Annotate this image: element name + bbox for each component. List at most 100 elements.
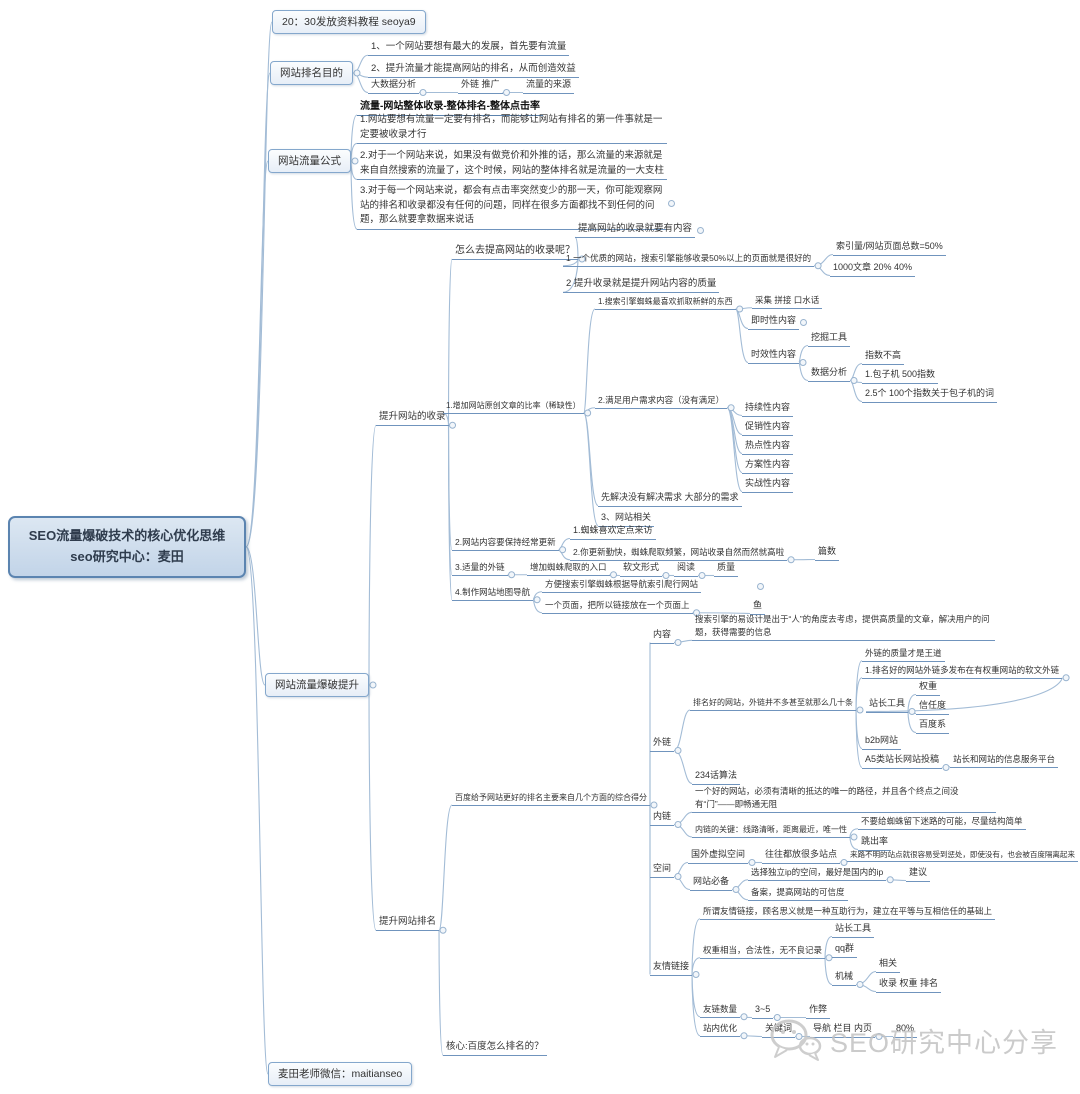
map-node[interactable]: 实战性内容 (742, 477, 794, 493)
map-node[interactable]: 百度给予网站更好的排名主要来自几个方面的综合得分 (452, 792, 650, 806)
map-node[interactable]: 机械 (832, 970, 857, 986)
map-node[interactable]: 站内优化 (700, 1022, 741, 1037)
map-node[interactable]: 2.满足用户需求内容（没有满足） (595, 394, 728, 409)
map-node[interactable]: 索引量/网站页面总数=50% (833, 240, 946, 256)
map-node[interactable]: 选择独立ip的空间，最好是国内的ip (748, 866, 887, 881)
map-node[interactable]: 作弊 (806, 1003, 831, 1019)
map-node[interactable]: 采集 拼接 口水话 (752, 294, 823, 309)
map-node[interactable]: 2.5个 100个指数关于包子机的词 (862, 387, 998, 403)
map-node[interactable]: 方案性内容 (742, 458, 794, 474)
map-node[interactable]: qq群 (832, 942, 858, 958)
map-node[interactable]: 软文形式 (620, 561, 663, 577)
map-node[interactable]: 持续性内容 (742, 401, 794, 417)
map-node[interactable]: 往往都放很多站点 (762, 848, 841, 864)
map-node[interactable]: 跳出率 (858, 835, 892, 851)
map-node[interactable]: 1.网站要想有流量一定要有排名，而能够让网站有排名的第一件事就是一定要被收录才行 (357, 113, 667, 145)
map-node[interactable]: 2 提升收录就是提升网站内容的质量 (563, 277, 720, 294)
collapse-icon[interactable] (697, 227, 704, 234)
map-node[interactable]: 相关 (876, 957, 901, 973)
map-node[interactable]: 234话算法 (692, 769, 741, 785)
collapse-icon[interactable] (668, 200, 675, 207)
map-node[interactable]: 流量-网站整体收录-整体排名-整体点击率 (357, 99, 543, 116)
node-traffic-burst[interactable]: 网站流量爆破提升 (265, 673, 369, 697)
collapse-icon[interactable] (800, 319, 807, 326)
map-node[interactable]: 友链数量 (700, 1003, 741, 1018)
map-node[interactable]: 内链的关键：线路清晰，距离最近，唯一性 (692, 824, 850, 838)
map-node[interactable]: 80% (893, 1022, 918, 1038)
map-node[interactable]: 3、网站相关 (598, 511, 655, 527)
map-node[interactable]: 大数据分析 (368, 78, 420, 94)
map-node[interactable]: 信任度 (916, 699, 950, 715)
map-node[interactable]: 先解决没有解决需求 大部分的需求 (598, 491, 742, 507)
map-node[interactable]: 时效性内容 (748, 348, 800, 364)
map-node[interactable]: 促销性内容 (742, 420, 794, 436)
map-node[interactable]: 1 一个优质的网站，搜索引擎能够收录50%以上的页面就是很好的 (563, 252, 815, 267)
map-node[interactable]: 外链的质量才是王道 (862, 647, 945, 662)
map-node[interactable]: 1.包子机 500指数 (862, 368, 939, 384)
map-node[interactable]: 3~5 (752, 1003, 774, 1019)
map-node[interactable]: 外链 推广 (458, 78, 503, 94)
map-node[interactable]: 不要给蜘蛛留下迷路的可能，尽量结构简单 (858, 815, 1026, 830)
map-node[interactable]: 外链 (650, 736, 675, 752)
map-node[interactable]: 站长工具 (832, 922, 875, 938)
node-wechat-contact[interactable]: 麦田老师微信：maitianseo (268, 1062, 413, 1086)
map-node[interactable]: 站长工具 (866, 697, 909, 713)
map-node[interactable]: 流量的来源 (523, 78, 575, 94)
map-node[interactable]: 网站必备 (690, 875, 733, 891)
map-node[interactable]: 1.搜索引擎蜘蛛最喜欢抓取新鲜的东西 (595, 296, 736, 310)
map-node[interactable]: 权重 (916, 680, 941, 696)
map-node[interactable]: 篇数 (815, 545, 840, 561)
map-node[interactable]: 备案，提高网站的可信度 (748, 886, 848, 901)
map-node[interactable]: 排名好的网站，外链并不多甚至就那么几十条 (690, 697, 856, 711)
map-node[interactable]: 一个页面，把所以链接放在一个页面上 (542, 599, 693, 614)
map-node[interactable]: 2、提升流量才能提高网站的排名，从而创造效益 (368, 62, 579, 79)
map-node[interactable]: 1、一个网站要想有最大的发展，首先要有流量 (368, 40, 570, 57)
map-node[interactable]: 搜索引擎的易设计是出于“人”的角度去考虑，提供高质量的文章，解决用户的问题，获得… (692, 613, 995, 642)
map-node[interactable]: 提升网站排名 (376, 915, 440, 932)
collapse-icon[interactable] (757, 583, 764, 590)
map-node[interactable]: 指数不高 (862, 349, 905, 365)
map-node[interactable]: 数据分析 (808, 366, 851, 382)
map-node[interactable]: 2.对于一个网站来说，如果没有做竞价和外推的话，那么流量的来源就是来自自然搜索的… (357, 149, 667, 181)
map-node[interactable]: 内链 (650, 810, 675, 826)
node-ranking-purpose[interactable]: 网站排名目的 (270, 61, 353, 85)
map-node[interactable]: A5类站长网站投稿 (862, 753, 943, 769)
map-node[interactable]: 3.对于每一个网站来说，都会有点击率突然变少的那一天，你可能观察网站的排名和收录… (357, 184, 667, 231)
map-node[interactable]: 提高网站的收录就要有内容 (575, 222, 696, 239)
map-node[interactable]: 国外虚拟空间 (688, 848, 749, 864)
map-node[interactable]: 导航 栏目 内页 (810, 1022, 876, 1038)
map-node[interactable]: 提升网站的收录 (376, 410, 449, 427)
map-node[interactable]: 挖掘工具 (808, 331, 851, 347)
map-node[interactable]: 2.你更新勤快，蜘蛛爬取频繁，网站收录自然而然就高啦 (570, 546, 788, 561)
map-node[interactable]: 来路不明的站点就很容易受到惩处，即使没有，也会被百度隔离起来 (847, 849, 1078, 863)
map-node[interactable]: b2b网站 (862, 734, 902, 750)
map-node[interactable]: 核心:百度怎么排名的？ (443, 1040, 547, 1057)
map-node[interactable]: 关键词 (762, 1022, 796, 1038)
map-node[interactable]: 1.蜘蛛喜欢定点来访 (570, 524, 656, 540)
map-node[interactable]: 增加蜘蛛爬取的入口 (527, 561, 610, 576)
map-node[interactable]: 权重相当，合法性，无不良记录 (700, 944, 826, 959)
map-node[interactable]: 1.排名好的网站外链多发布在有权重网站的软文外链 (862, 664, 1063, 679)
map-node[interactable]: 即时性内容 (748, 314, 800, 330)
map-node[interactable]: 1.增加网站原创文章的比率（稀缺性） (443, 400, 584, 414)
map-node[interactable]: 2.网站内容要保持经常更新 (452, 536, 559, 551)
map-node[interactable]: 友情链接 (650, 960, 693, 976)
map-node[interactable]: 3.适量的外链 (452, 561, 508, 576)
map-node[interactable]: 一个好的网站，必须有清晰的抵达的唯一的路径，并且各个终点之间没有“门”——即畅通… (692, 785, 996, 814)
node-material-schedule[interactable]: 20：30发放资料教程 seoya9 (272, 10, 426, 34)
map-node[interactable]: 百度系 (916, 718, 950, 734)
root-topic[interactable]: SEO流量爆破技术的核心优化思维 seo研究中心：麦田 (8, 516, 246, 578)
map-node[interactable]: 1000文章 20% 40% (830, 261, 916, 277)
map-node[interactable]: 4.制作网站地图导航 (452, 586, 534, 601)
map-node[interactable]: 方便搜索引擎蜘蛛根据导航索引爬行网站 (542, 578, 702, 593)
map-node[interactable]: 站长和网站的信息服务平台 (950, 753, 1059, 768)
map-node[interactable]: 阅读 (674, 561, 699, 577)
map-node[interactable]: 怎么去提高网站的收录呢？ (452, 243, 578, 260)
node-traffic-formula[interactable]: 网站流量公式 (268, 149, 351, 173)
map-node[interactable]: 所谓友情链接，顾名思义就是一种互助行为，建立在平等与互相信任的基础上 (700, 905, 996, 920)
map-node[interactable]: 热点性内容 (742, 439, 794, 455)
map-node[interactable]: 鱼 (750, 599, 766, 615)
map-node[interactable]: 质量 (714, 561, 739, 577)
map-node[interactable]: 建议 (906, 866, 931, 882)
map-node[interactable]: 内容 (650, 628, 675, 644)
